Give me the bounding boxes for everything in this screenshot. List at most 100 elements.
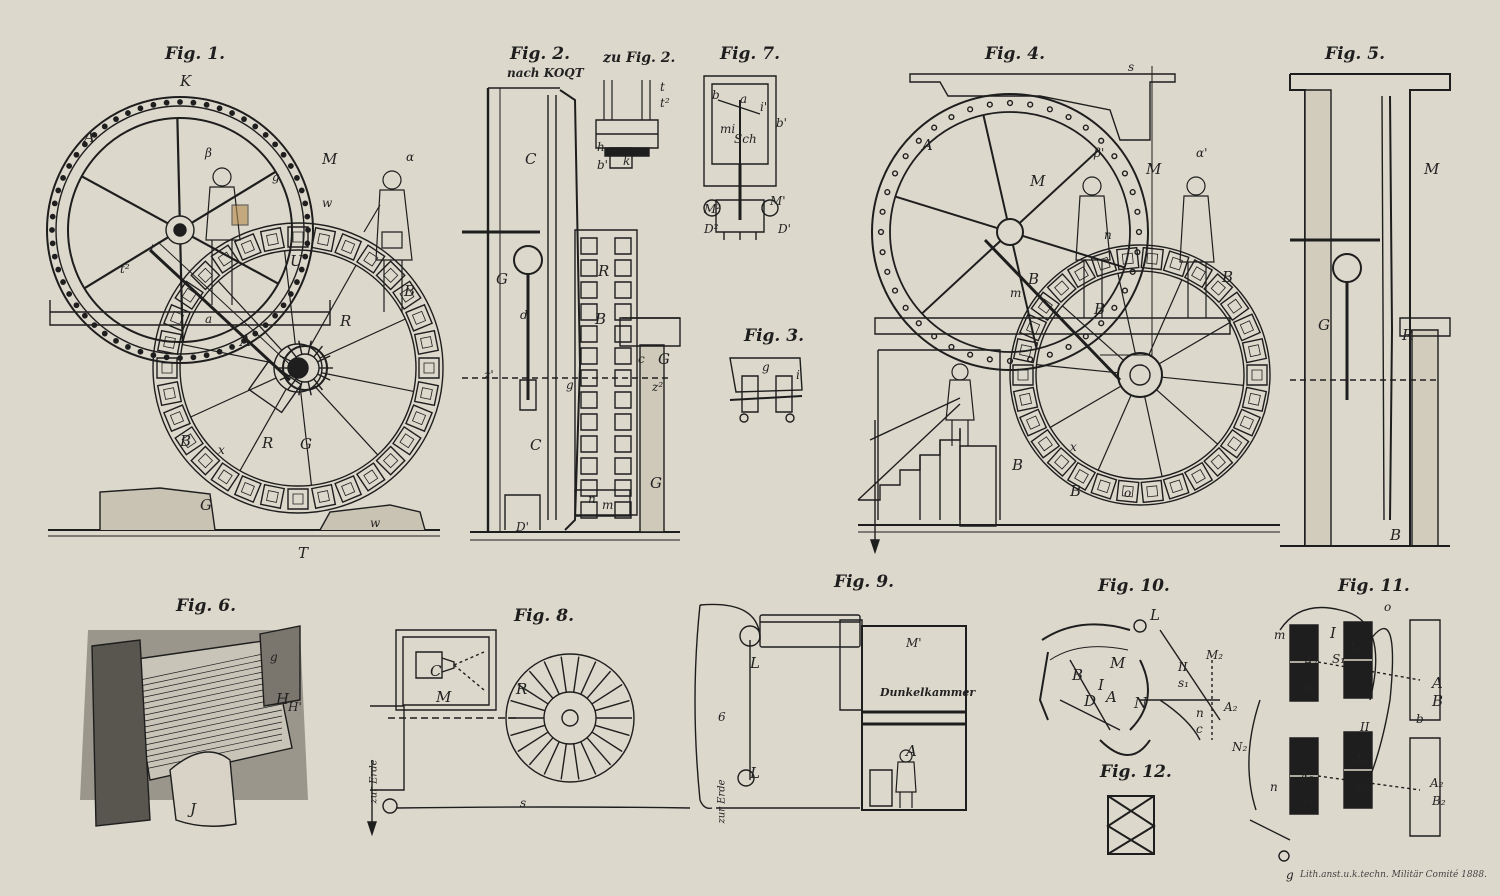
fig7-drawing	[704, 76, 778, 240]
fig4-label: s	[1128, 60, 1135, 74]
fig1-label: B	[404, 282, 416, 300]
fig7-title: Fig. 7.	[720, 44, 780, 64]
fig10-label: A₂	[1224, 700, 1238, 714]
fig11-label: A	[1432, 674, 1443, 692]
fig1-label: A	[240, 332, 251, 350]
fig11-label: S₂	[1304, 682, 1318, 696]
fig11-label: A₃	[1300, 770, 1314, 784]
fig7-label: b	[712, 88, 720, 102]
fig4-label: β'	[1094, 146, 1105, 160]
fig2b-label: b'	[597, 158, 608, 172]
fig11-label: II	[1360, 720, 1370, 734]
fig4-label: m	[1010, 286, 1022, 300]
fig5-label: M	[1424, 160, 1440, 178]
fig11-label: S₃	[1300, 794, 1314, 808]
fig10-label: M	[1110, 654, 1126, 672]
fig2-subtitle: nach KOQT	[507, 66, 584, 80]
fig11-label: g	[1286, 868, 1294, 882]
fig1-label: T	[298, 544, 309, 562]
fig1-label: a	[205, 312, 213, 326]
fig7-label: mi	[720, 122, 736, 136]
fig11-label: A₂	[1304, 654, 1318, 668]
fig2b-label: t²	[660, 96, 670, 110]
fig6-label: H'	[288, 700, 302, 714]
fig8-drawing	[368, 630, 690, 834]
fig11-label: S₄	[1354, 780, 1368, 794]
fig1-label: U	[290, 252, 303, 270]
fig7-label: i'	[760, 100, 768, 114]
fig5-label: R	[1402, 326, 1414, 344]
fig10-title: Fig. 10.	[1098, 576, 1170, 596]
fig2-label: C	[530, 436, 542, 454]
fig2-title: Fig. 2.	[510, 44, 570, 64]
fig1-label: K	[180, 72, 192, 90]
fig1-label: α	[406, 150, 415, 164]
fig11-label: A₄	[1354, 752, 1368, 766]
fig11-label: n	[1270, 780, 1278, 794]
fig9-label: A	[906, 742, 917, 760]
fig1-label: β	[205, 146, 212, 160]
fig3-label: i	[796, 368, 800, 382]
fig6-label: g	[270, 650, 278, 664]
lithographer-imprint: Lith.anst.u.k.techn. Militär Comité 1888…	[1300, 870, 1487, 880]
fig11-label: o	[1384, 600, 1392, 614]
fig8-label: C	[430, 662, 442, 680]
fig7-label: Sch	[734, 132, 757, 146]
fig11-title: Fig. 11.	[1338, 576, 1410, 596]
fig5-title: Fig. 5.	[1325, 44, 1385, 64]
fig11-label: m	[1274, 628, 1286, 642]
fig1-label: w	[322, 196, 333, 210]
fig8-label: R	[516, 680, 528, 698]
fig2-label: c	[638, 352, 645, 366]
fig12-title: Fig. 12.	[1100, 762, 1172, 782]
fig2b-label: h	[597, 140, 605, 154]
fig2b-drawing	[596, 80, 658, 168]
fig10-label: N₂	[1232, 740, 1248, 754]
fig4-label: B	[1028, 270, 1040, 288]
fig7-label: a	[740, 92, 748, 106]
fig9-title: Fig. 9.	[834, 572, 894, 592]
fig4-label: B	[1094, 300, 1106, 318]
fig7-label: b'	[776, 116, 787, 130]
fig8-label: s	[520, 796, 527, 810]
fig2b-label: k	[623, 154, 631, 168]
fig2-label: d	[520, 308, 528, 322]
fig7-label: D²	[704, 222, 719, 236]
fig11-label: A₁	[1348, 640, 1362, 654]
fig4-label: B	[1070, 482, 1082, 500]
fig4-label: M	[1146, 160, 1162, 178]
fig6-label: H	[276, 690, 290, 708]
fig4-drawing	[858, 66, 1280, 552]
fig7-label: D'	[778, 222, 791, 236]
fig2-label: D'	[516, 520, 529, 534]
fig11-drawing	[1249, 608, 1440, 862]
fig5-drawing	[1280, 74, 1450, 546]
fig1-label: R	[340, 312, 352, 330]
fig10-label: c	[1196, 722, 1203, 736]
fig10-drawing	[1040, 620, 1220, 755]
fig4-label: x	[1070, 440, 1077, 454]
fig9-drawing	[695, 604, 966, 810]
fig4-label: α'	[1196, 146, 1208, 160]
fig3-title: Fig. 3.	[744, 326, 804, 346]
fig1-label: t	[150, 242, 155, 256]
fig1-label: M	[322, 150, 338, 168]
fig8-label: M	[436, 688, 452, 706]
fig6-label: J	[190, 800, 197, 818]
fig6-drawing	[80, 626, 308, 826]
fig1-label: t²	[120, 262, 130, 276]
fig9-room-label: Dunkelkammer	[880, 686, 976, 699]
fig1-title: Fig. 1.	[165, 44, 225, 64]
fig11-label: I	[1330, 624, 1336, 642]
fig11-label: b	[1416, 712, 1424, 726]
fig10-label: D	[1084, 692, 1097, 710]
fig2-label: G	[650, 474, 662, 492]
fig1-label: G	[200, 496, 212, 514]
fig10-label: A	[1106, 688, 1117, 706]
fig3-drawing	[730, 358, 802, 422]
fig2-label: R	[598, 262, 610, 280]
fig6-title: Fig. 6.	[176, 596, 236, 616]
fig2-label: B	[595, 310, 607, 328]
fig2-label: g	[566, 378, 574, 392]
